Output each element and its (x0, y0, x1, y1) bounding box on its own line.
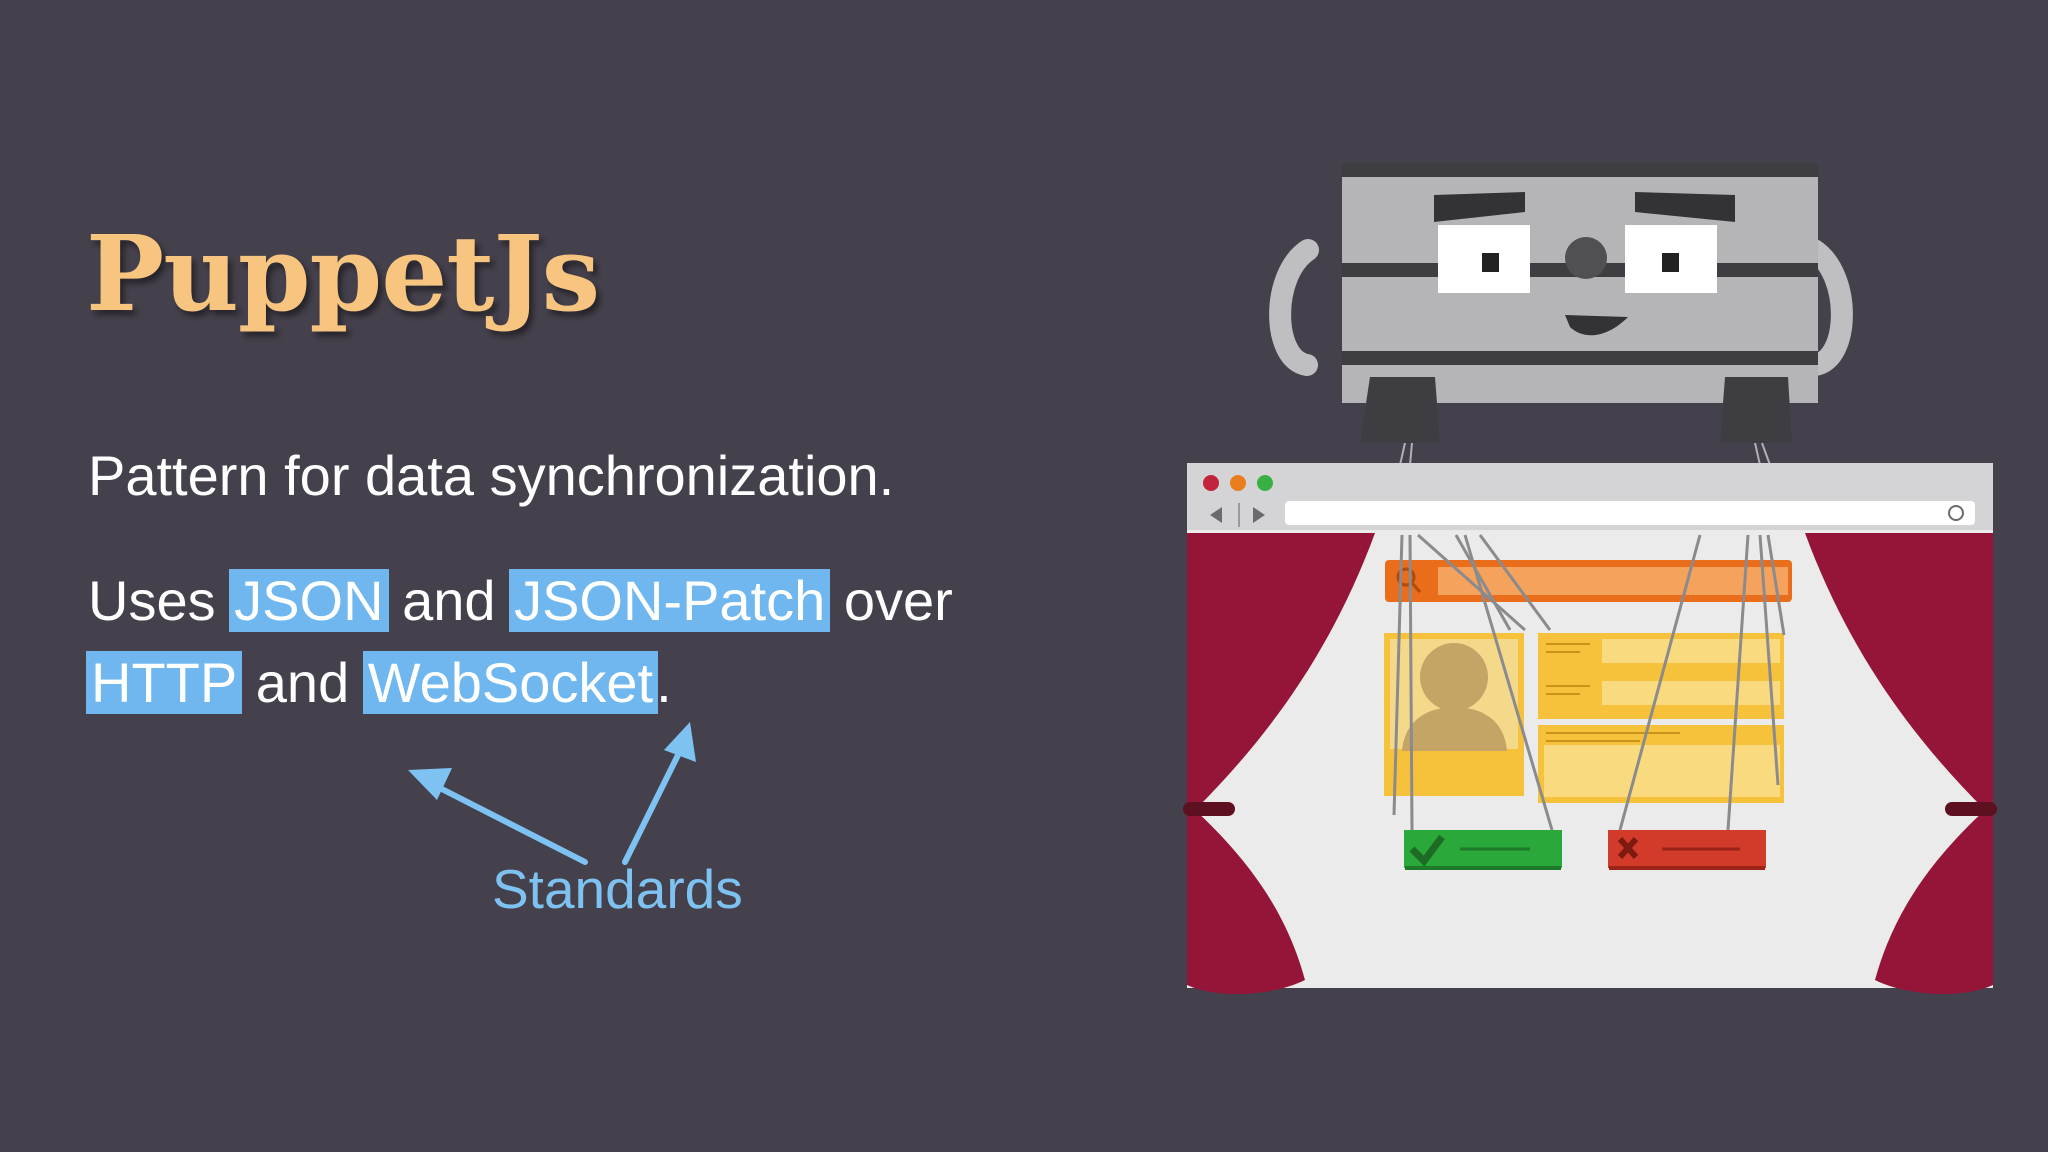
slide-title: PuppetJs (86, 212, 600, 335)
standards-annotation: Standards (492, 858, 743, 920)
stage-curtains-icon (1183, 533, 1997, 995)
json-highlight: JSON (229, 569, 389, 632)
over-word: over (843, 569, 953, 632)
puppeteer-robot-icon (1269, 163, 1853, 466)
websocket-highlight: WebSocket (362, 651, 659, 714)
puppet-illustration (1183, 163, 1997, 995)
arrowhead-left (408, 768, 452, 800)
http-highlight: HTTP (86, 651, 243, 714)
and-word-2: and (255, 651, 350, 714)
uses-word: Uses (88, 569, 216, 632)
slide-subtitle: Pattern for data synchronization. (88, 444, 895, 507)
search-bar-icon (1385, 560, 1792, 602)
json-patch-highlight: JSON-Patch (509, 569, 831, 632)
period: . (656, 651, 672, 714)
standards-statement: Uses JSON and JSON-Patch over HTTP and W… (86, 560, 988, 724)
text-fields-icon (1538, 633, 1784, 803)
profile-card-icon (1384, 633, 1524, 796)
accept-button-icon (1404, 830, 1562, 870)
puppet-strings (1392, 533, 1786, 831)
arrow-to-http (427, 780, 588, 865)
arrowhead-right (664, 722, 696, 762)
and-word: and (402, 569, 496, 632)
reject-button-icon (1608, 830, 1766, 870)
arrow-to-websocket (622, 744, 685, 865)
